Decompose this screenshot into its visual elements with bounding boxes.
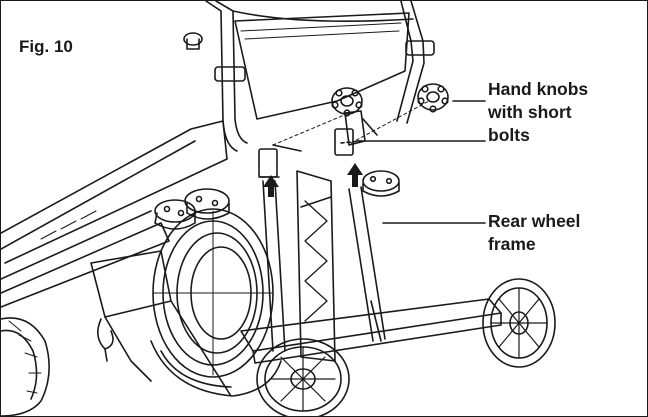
top-knob [183,32,203,50]
rear-wheel-frame [240,298,502,364]
rear-right-wheel [482,278,556,368]
direction-arrows [263,163,363,197]
callout-hand-knobs: Hand knobs with short bolts [488,79,589,145]
blade-cylinder [296,170,336,362]
drum-tyre [150,340,282,397]
hand-knob-2 [417,83,449,113]
front-wheel [256,338,350,416]
callout-rear-wheel-frame: Rear wheel frame [488,211,581,254]
lower-knob [362,170,400,197]
leader-lines [356,100,486,224]
collection-bag [234,12,410,120]
mower-deck [90,250,232,397]
hand-knob-1 [331,87,363,117]
left-chassis [1,120,228,308]
figure-label: Fig. 10 [19,37,73,56]
roller-knobs [154,188,230,230]
frame-uprights [258,128,386,352]
front-left-tyre [1,317,50,416]
drum-roller [152,208,274,378]
upper-brackets [272,100,430,152]
cable-hook [97,318,114,362]
